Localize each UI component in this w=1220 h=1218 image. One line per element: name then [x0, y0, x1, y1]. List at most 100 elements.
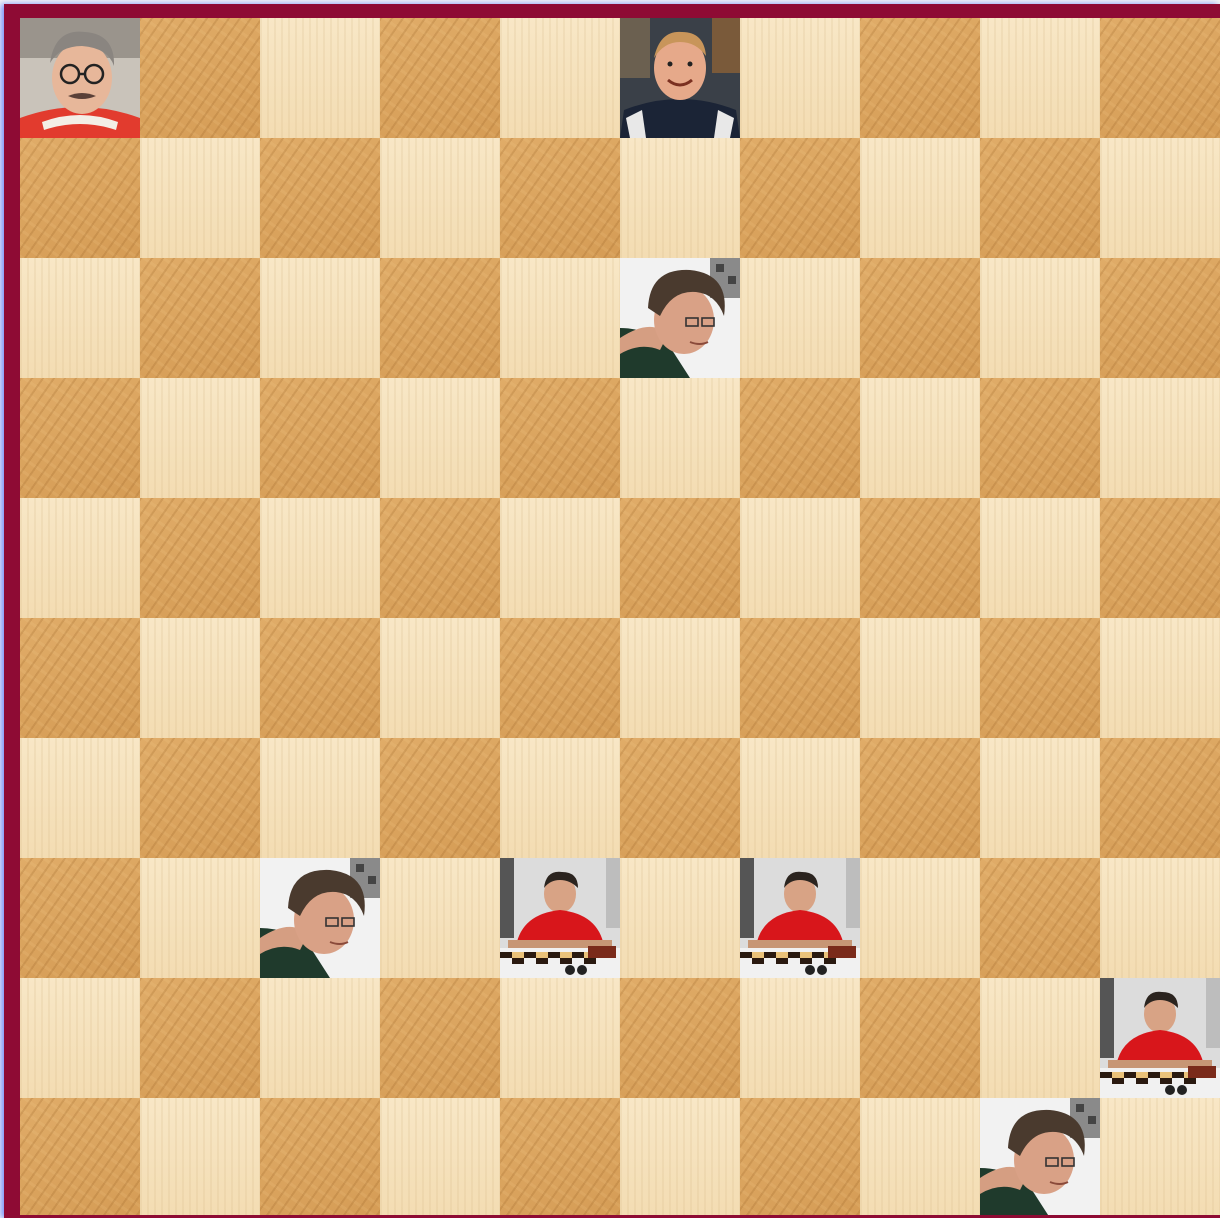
- board-square-6-4[interactable]: [500, 738, 620, 858]
- board-square-5-1[interactable]: [140, 618, 260, 738]
- board-square-2-0[interactable]: [20, 258, 140, 378]
- board-square-9-8[interactable]: [980, 1098, 1100, 1215]
- board-square-9-2[interactable]: [260, 1098, 380, 1215]
- board-square-4-3[interactable]: [380, 498, 500, 618]
- board-square-0-0[interactable]: [20, 18, 140, 138]
- board-square-1-6[interactable]: [740, 138, 860, 258]
- board-square-9-5[interactable]: [620, 1098, 740, 1215]
- board-square-6-9[interactable]: [1100, 738, 1220, 858]
- board-square-4-8[interactable]: [980, 498, 1100, 618]
- board-square-6-6[interactable]: [740, 738, 860, 858]
- board-square-4-2[interactable]: [260, 498, 380, 618]
- board-square-9-9[interactable]: [1100, 1098, 1220, 1215]
- board-square-1-4[interactable]: [500, 138, 620, 258]
- board-square-2-3[interactable]: [380, 258, 500, 378]
- board-square-4-6[interactable]: [740, 498, 860, 618]
- board-square-2-2[interactable]: [260, 258, 380, 378]
- board-square-6-3[interactable]: [380, 738, 500, 858]
- board-square-8-0[interactable]: [20, 978, 140, 1098]
- board-square-9-6[interactable]: [740, 1098, 860, 1215]
- board-square-8-9[interactable]: [1100, 978, 1220, 1098]
- board-square-6-8[interactable]: [980, 738, 1100, 858]
- board-square-1-3[interactable]: [380, 138, 500, 258]
- board-square-2-6[interactable]: [740, 258, 860, 378]
- board-square-3-9[interactable]: [1100, 378, 1220, 498]
- board-square-3-7[interactable]: [860, 378, 980, 498]
- board-square-0-4[interactable]: [500, 18, 620, 138]
- board-square-0-1[interactable]: [140, 18, 260, 138]
- board-square-0-9[interactable]: [1100, 18, 1220, 138]
- board-square-5-4[interactable]: [500, 618, 620, 738]
- board-square-5-0[interactable]: [20, 618, 140, 738]
- board-square-8-3[interactable]: [380, 978, 500, 1098]
- piece-thinking-man-portrait[interactable]: [260, 858, 380, 978]
- board-square-3-0[interactable]: [20, 378, 140, 498]
- board-square-7-3[interactable]: [380, 858, 500, 978]
- board-square-1-8[interactable]: [980, 138, 1100, 258]
- board-square-7-9[interactable]: [1100, 858, 1220, 978]
- board-square-7-1[interactable]: [140, 858, 260, 978]
- board-square-4-0[interactable]: [20, 498, 140, 618]
- piece-thinking-man-portrait[interactable]: [620, 258, 740, 378]
- board-square-6-0[interactable]: [20, 738, 140, 858]
- board-square-7-6[interactable]: [740, 858, 860, 978]
- board-square-0-8[interactable]: [980, 18, 1100, 138]
- board-square-5-8[interactable]: [980, 618, 1100, 738]
- piece-red-shirt-player-portrait[interactable]: [1100, 978, 1220, 1098]
- piece-red-shirt-player-portrait[interactable]: [740, 858, 860, 978]
- board-square-4-5[interactable]: [620, 498, 740, 618]
- board-square-9-7[interactable]: [860, 1098, 980, 1215]
- board-square-3-4[interactable]: [500, 378, 620, 498]
- board-square-8-8[interactable]: [980, 978, 1100, 1098]
- board-square-5-5[interactable]: [620, 618, 740, 738]
- board-square-7-8[interactable]: [980, 858, 1100, 978]
- board-square-7-0[interactable]: [20, 858, 140, 978]
- board-square-2-8[interactable]: [980, 258, 1100, 378]
- board-square-2-7[interactable]: [860, 258, 980, 378]
- board-square-8-6[interactable]: [740, 978, 860, 1098]
- piece-glasses-man-portrait[interactable]: [20, 18, 140, 138]
- board-square-2-4[interactable]: [500, 258, 620, 378]
- board-square-3-8[interactable]: [980, 378, 1100, 498]
- board-square-3-1[interactable]: [140, 378, 260, 498]
- piece-red-shirt-player-portrait[interactable]: [500, 858, 620, 978]
- board-square-9-0[interactable]: [20, 1098, 140, 1215]
- piece-thinking-man-portrait[interactable]: [980, 1098, 1100, 1215]
- board-square-6-5[interactable]: [620, 738, 740, 858]
- board-square-3-6[interactable]: [740, 378, 860, 498]
- board-square-4-7[interactable]: [860, 498, 980, 618]
- board-square-8-1[interactable]: [140, 978, 260, 1098]
- board-square-5-7[interactable]: [860, 618, 980, 738]
- board-square-7-5[interactable]: [620, 858, 740, 978]
- board-square-0-7[interactable]: [860, 18, 980, 138]
- board-square-1-5[interactable]: [620, 138, 740, 258]
- board-square-1-7[interactable]: [860, 138, 980, 258]
- board-square-6-7[interactable]: [860, 738, 980, 858]
- piece-smiling-man-portrait[interactable]: [620, 18, 740, 138]
- board-square-0-5[interactable]: [620, 18, 740, 138]
- board-square-1-0[interactable]: [20, 138, 140, 258]
- board-square-3-5[interactable]: [620, 378, 740, 498]
- board-square-5-6[interactable]: [740, 618, 860, 738]
- board-square-7-2[interactable]: [260, 858, 380, 978]
- board-square-1-9[interactable]: [1100, 138, 1220, 258]
- board-square-2-9[interactable]: [1100, 258, 1220, 378]
- board-square-8-5[interactable]: [620, 978, 740, 1098]
- board-square-5-3[interactable]: [380, 618, 500, 738]
- board-square-1-2[interactable]: [260, 138, 380, 258]
- board-square-5-2[interactable]: [260, 618, 380, 738]
- board-square-4-9[interactable]: [1100, 498, 1220, 618]
- board-square-8-4[interactable]: [500, 978, 620, 1098]
- board-square-0-2[interactable]: [260, 18, 380, 138]
- board-square-6-1[interactable]: [140, 738, 260, 858]
- board-square-9-1[interactable]: [140, 1098, 260, 1215]
- board-square-5-9[interactable]: [1100, 618, 1220, 738]
- board-square-3-3[interactable]: [380, 378, 500, 498]
- board-square-0-6[interactable]: [740, 18, 860, 138]
- board-square-6-2[interactable]: [260, 738, 380, 858]
- board-square-8-7[interactable]: [860, 978, 980, 1098]
- board-square-9-3[interactable]: [380, 1098, 500, 1215]
- board-square-2-1[interactable]: [140, 258, 260, 378]
- board-square-0-3[interactable]: [380, 18, 500, 138]
- board-square-7-7[interactable]: [860, 858, 980, 978]
